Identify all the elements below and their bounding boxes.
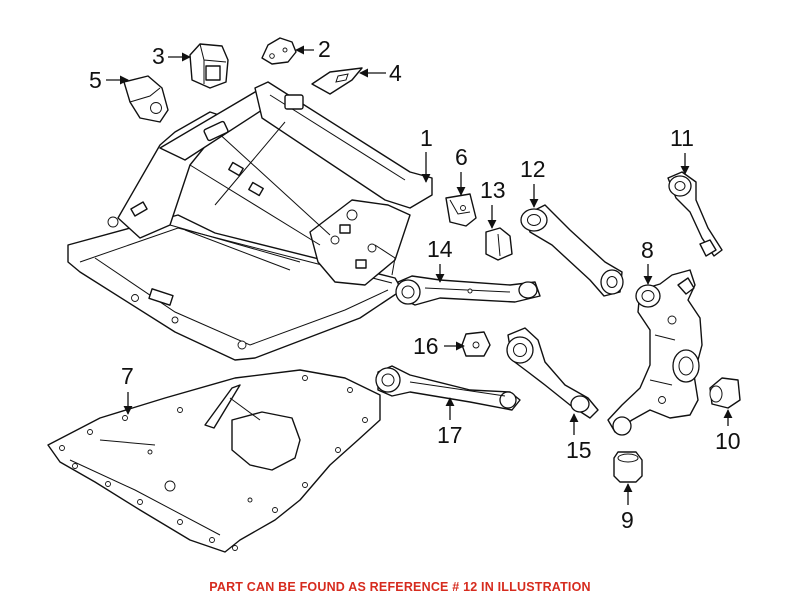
leader-lines xyxy=(106,45,733,505)
control-arm-part-15[interactable] xyxy=(506,327,599,419)
bracket-part-5[interactable] xyxy=(123,75,169,123)
callout-11: 11 xyxy=(670,125,694,151)
callout-12: 12 xyxy=(520,156,546,182)
callout-14: 14 xyxy=(427,236,453,262)
link-arm-part-14[interactable] xyxy=(395,275,541,306)
plate-part-4[interactable] xyxy=(311,67,363,95)
control-arm-part-12[interactable] xyxy=(520,204,624,297)
reference-note: PART CAN BE FOUND AS REFERENCE # 12 IN I… xyxy=(209,580,591,594)
callout-15: 15 xyxy=(566,437,592,463)
subframe-part-1[interactable] xyxy=(67,81,433,361)
bracket-part-6[interactable] xyxy=(445,193,477,227)
bushing-part-10[interactable] xyxy=(709,377,741,409)
bracket-part-2[interactable] xyxy=(261,37,297,65)
callout-8: 8 xyxy=(641,237,654,263)
callout-13: 13 xyxy=(480,177,506,203)
callout-9: 9 xyxy=(621,507,634,533)
mount-part-3[interactable] xyxy=(189,43,229,89)
callout-5: 5 xyxy=(89,67,102,93)
callout-10: 10 xyxy=(715,428,741,454)
bushing-part-16[interactable] xyxy=(461,331,491,357)
callout-2: 2 xyxy=(318,36,331,62)
underbody-shield-part-7[interactable] xyxy=(47,369,381,553)
link-part-11[interactable] xyxy=(667,171,723,257)
callout-7: 7 xyxy=(121,363,134,389)
bushing-part-9[interactable] xyxy=(613,451,643,483)
link-arm-part-17[interactable] xyxy=(375,365,521,411)
callout-16: 16 xyxy=(413,333,439,359)
knuckle-part-8[interactable] xyxy=(607,269,703,436)
callout-4: 4 xyxy=(389,60,402,86)
callout-17: 17 xyxy=(437,422,463,448)
bushing-part-13[interactable] xyxy=(485,227,513,261)
callout-3: 3 xyxy=(152,43,165,69)
callout-1: 1 xyxy=(420,125,433,151)
callout-6: 6 xyxy=(455,144,468,170)
